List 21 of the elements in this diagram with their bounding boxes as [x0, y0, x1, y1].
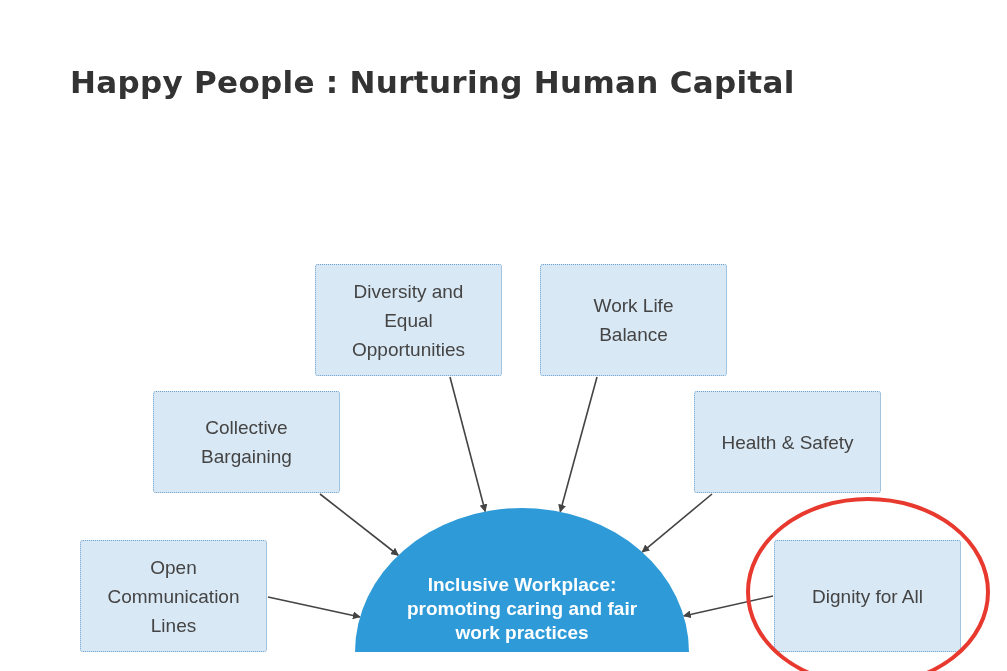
process-box — [153, 391, 340, 493]
node-label: Health & Safety — [720, 430, 855, 455]
arrow — [449, 376, 488, 513]
process-box — [694, 391, 881, 493]
process-box — [774, 540, 961, 652]
title: Happy People : Nurturing Human Capital — [70, 64, 795, 100]
arrow — [558, 376, 598, 513]
node-label: Collective Bargaining — [200, 416, 293, 469]
arrow — [267, 596, 361, 620]
process-box — [315, 264, 502, 376]
node-label: Dignity for All — [811, 584, 924, 609]
node-label: Work Life Balance — [592, 294, 675, 347]
process-box — [80, 540, 267, 652]
node-label: Inclusive Workplace: promoting caring and fair work practices — [405, 573, 639, 645]
process-box — [540, 264, 727, 376]
node-label: Open Communication Lines — [106, 555, 241, 638]
semicircle-node — [355, 508, 689, 652]
node-label: Diversity and Equal Opportunities — [351, 279, 466, 362]
arrow — [319, 493, 400, 557]
arrow — [641, 493, 713, 553]
arrow — [682, 595, 774, 619]
